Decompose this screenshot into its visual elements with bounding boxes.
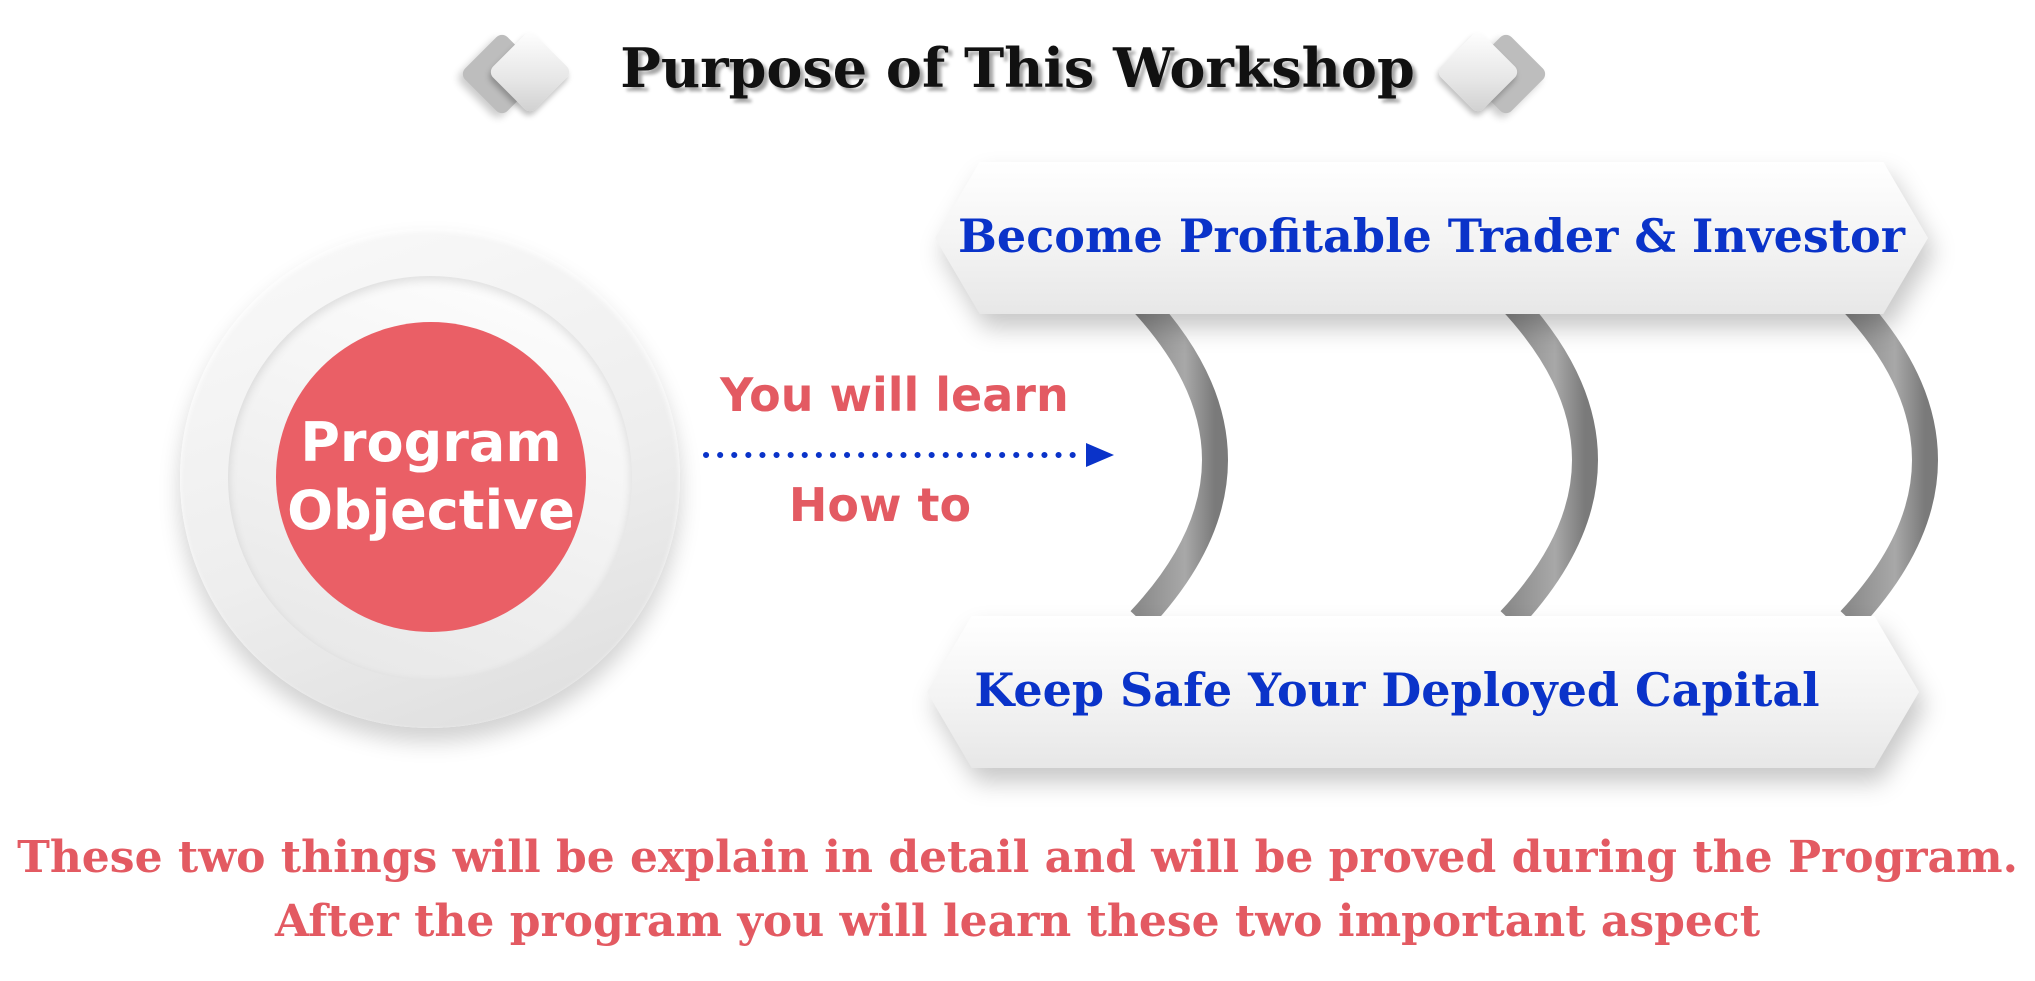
title-decoration-right (1432, 29, 1552, 120)
arc-2 (1500, 291, 1598, 629)
how-to-label: How to (788, 478, 972, 532)
you-will-learn-label: You will learn (720, 368, 1069, 422)
connector-arcs (1130, 291, 1938, 629)
page-title: Purpose of This Workshop (620, 36, 1415, 100)
banner-bottom: Keep Safe Your Deployed Capital (927, 616, 1919, 768)
program-objective-circle: Program Objective (276, 322, 586, 632)
banner-top: Become Profitable Trader & Investor (935, 162, 1928, 314)
footer-line-2: After the program you will learn these t… (274, 896, 1761, 947)
banner-bottom-label: Keep Safe Your Deployed Capital (974, 663, 1820, 717)
banner-bottom-shape (927, 616, 1919, 768)
objective-line-2: Objective (287, 479, 575, 542)
banner-top-label: Become Profitable Trader & Investor (958, 209, 1905, 263)
dotted-arrow (703, 443, 1114, 467)
banner-top-shape (935, 162, 1928, 314)
arc-3 (1840, 291, 1938, 629)
arc-1 (1130, 291, 1228, 629)
footer-line-1: These two things will be explain in deta… (17, 832, 2018, 883)
objective-line-1: Program (300, 411, 562, 474)
